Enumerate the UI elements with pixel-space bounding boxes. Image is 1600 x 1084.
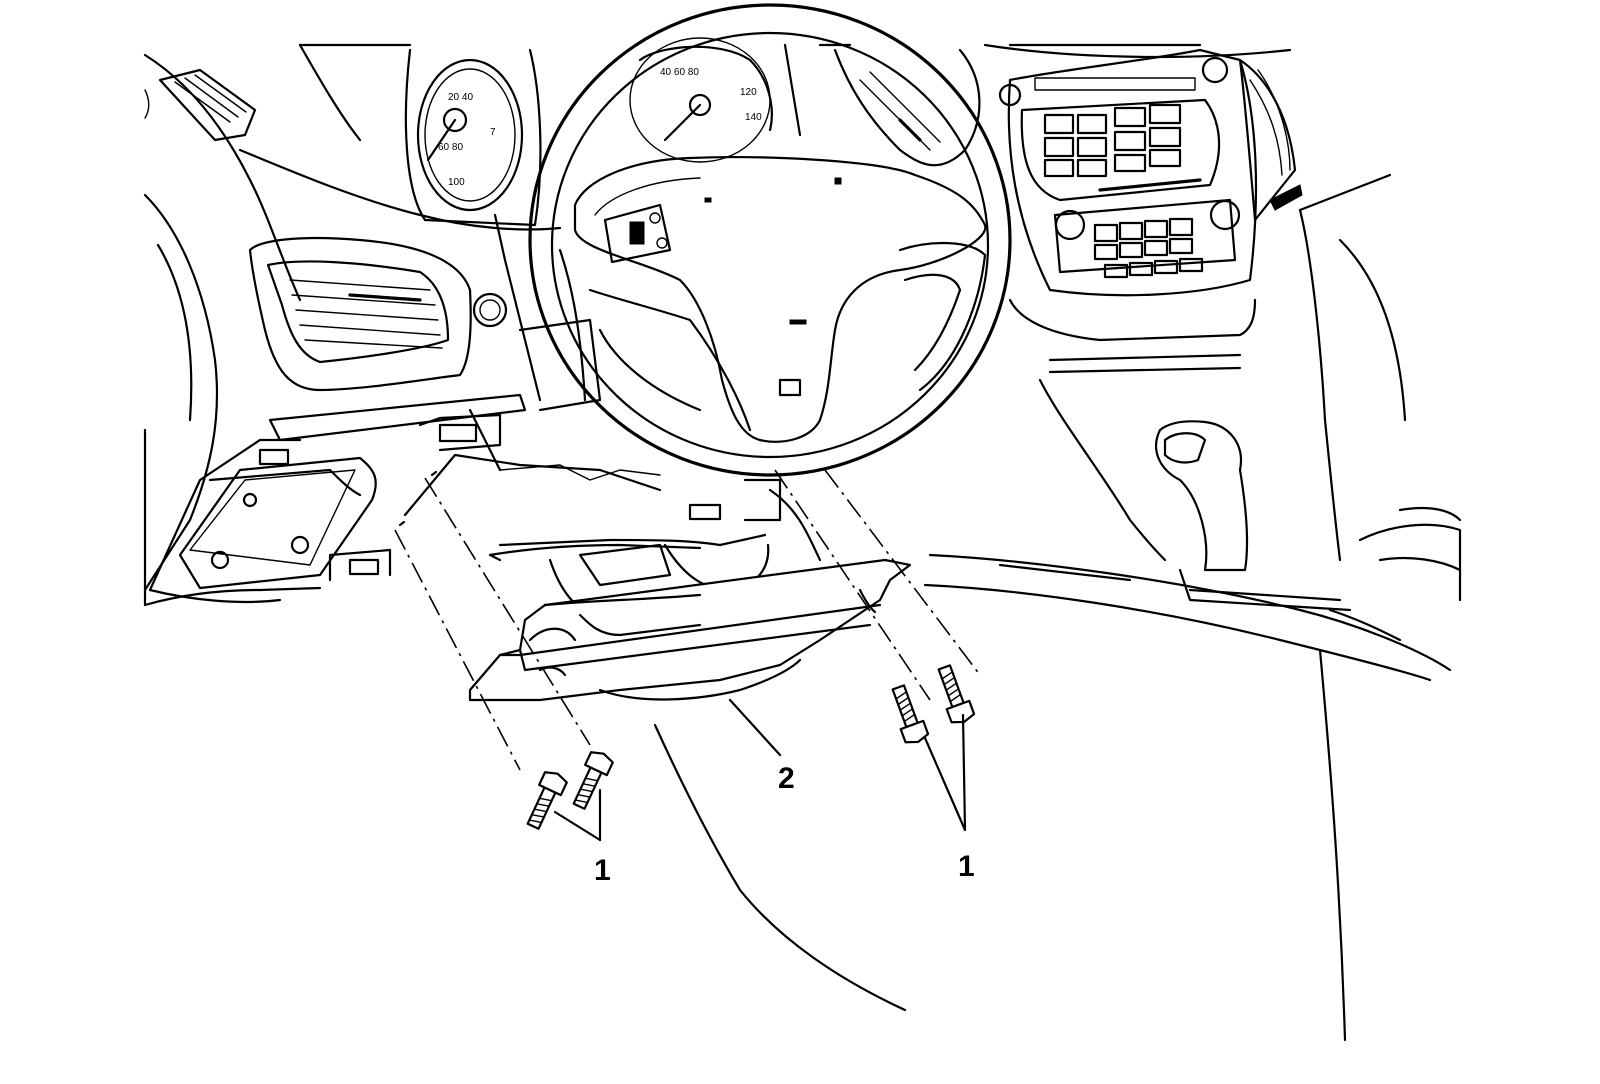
callout-1-left: 1 xyxy=(594,854,611,887)
speedometer-gauge: 40 60 80 120 140 xyxy=(629,37,802,163)
left-instrument-panel xyxy=(248,213,602,412)
steering-wheel xyxy=(528,3,1012,477)
svg-text:40 60 80: 40 60 80 xyxy=(660,67,699,78)
instrument-cluster: 20 40 60 80 100 7 xyxy=(404,48,542,227)
svg-text:120: 120 xyxy=(740,87,757,98)
fastener-pilot-marks xyxy=(398,470,438,527)
callout-2: 2 xyxy=(778,762,795,795)
bolt-left-outer xyxy=(526,771,568,830)
bolt-left-inner xyxy=(572,751,614,810)
bolt-right-inner xyxy=(937,664,976,724)
knee-bolster-bracket xyxy=(468,558,912,702)
gauge-markings: 20 40 xyxy=(448,92,473,103)
callout-1-right: 1 xyxy=(958,850,975,883)
svg-text:140: 140 xyxy=(745,112,762,123)
bolt-right-outer xyxy=(891,684,930,744)
dashboard-upper-outline xyxy=(238,43,1292,231)
svg-text:60 80: 60 80 xyxy=(438,142,463,153)
center-stack xyxy=(833,48,1407,562)
lower-console-panel xyxy=(923,378,1452,1042)
left-pillar-trim xyxy=(143,53,302,592)
lower-dash-trim-panel xyxy=(143,393,822,622)
upper-left-air-vent xyxy=(158,68,257,142)
callout-leader-lines xyxy=(553,698,967,1012)
svg-text:100: 100 xyxy=(448,177,465,188)
gear-shifter-console xyxy=(1155,420,1462,642)
fastener-alignment-lines xyxy=(394,469,981,771)
svg-text:7: 7 xyxy=(490,127,496,138)
